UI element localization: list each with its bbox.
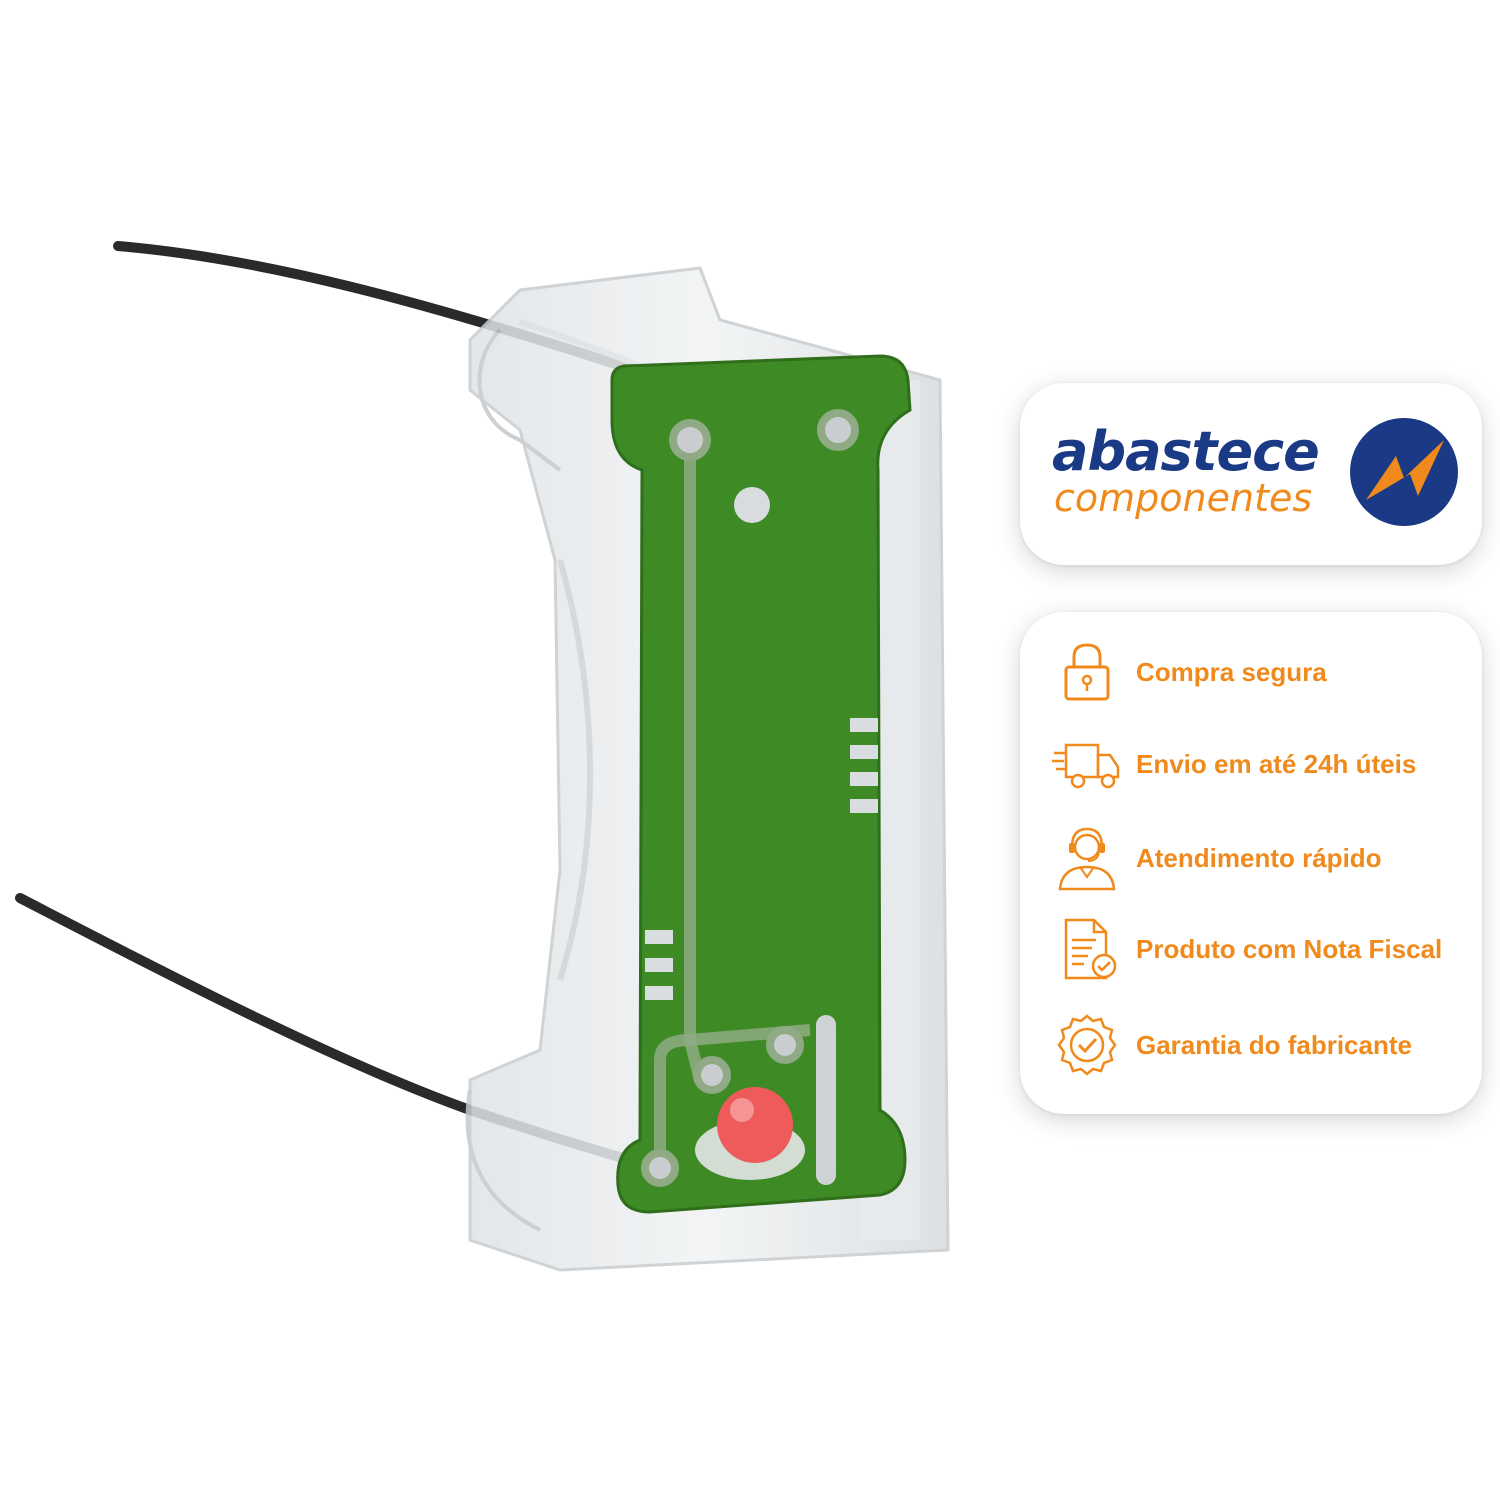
headset-agent-icon [1058,827,1116,891]
feature-invoice: Produto com Nota Fiscal [1052,914,1472,984]
features-card: Compra segura Envio em até 24h úteis Ate… [1020,612,1482,1114]
feature-warranty: Garantia do fabricante [1052,1010,1472,1080]
feature-label: Envio em até 24h úteis [1136,748,1417,779]
feature-label: Garantia do fabricante [1136,1029,1412,1060]
padlock-icon [1064,643,1110,701]
red-led [717,1087,793,1163]
brand-name-secondary: componentes [1054,476,1313,520]
feature-secure-purchase: Compra segura [1052,637,1472,707]
brand-name-primary: abastece [1052,420,1320,483]
feature-shipping: Envio em até 24h úteis [1052,729,1472,799]
brand-lightning-icon [1350,418,1458,526]
warranty-seal-icon [1057,1014,1117,1076]
invoice-document-icon [1064,918,1117,980]
feature-label: Compra segura [1136,656,1327,687]
feature-label: Produto com Nota Fiscal [1136,933,1443,964]
product-image [15,241,950,1272]
brand-logo-card: abastece componentes [1020,383,1482,565]
feature-support: Atendimento rápido [1052,823,1472,893]
feature-label: Atendimento rápido [1136,842,1382,873]
delivery-truck-icon [1052,743,1120,789]
